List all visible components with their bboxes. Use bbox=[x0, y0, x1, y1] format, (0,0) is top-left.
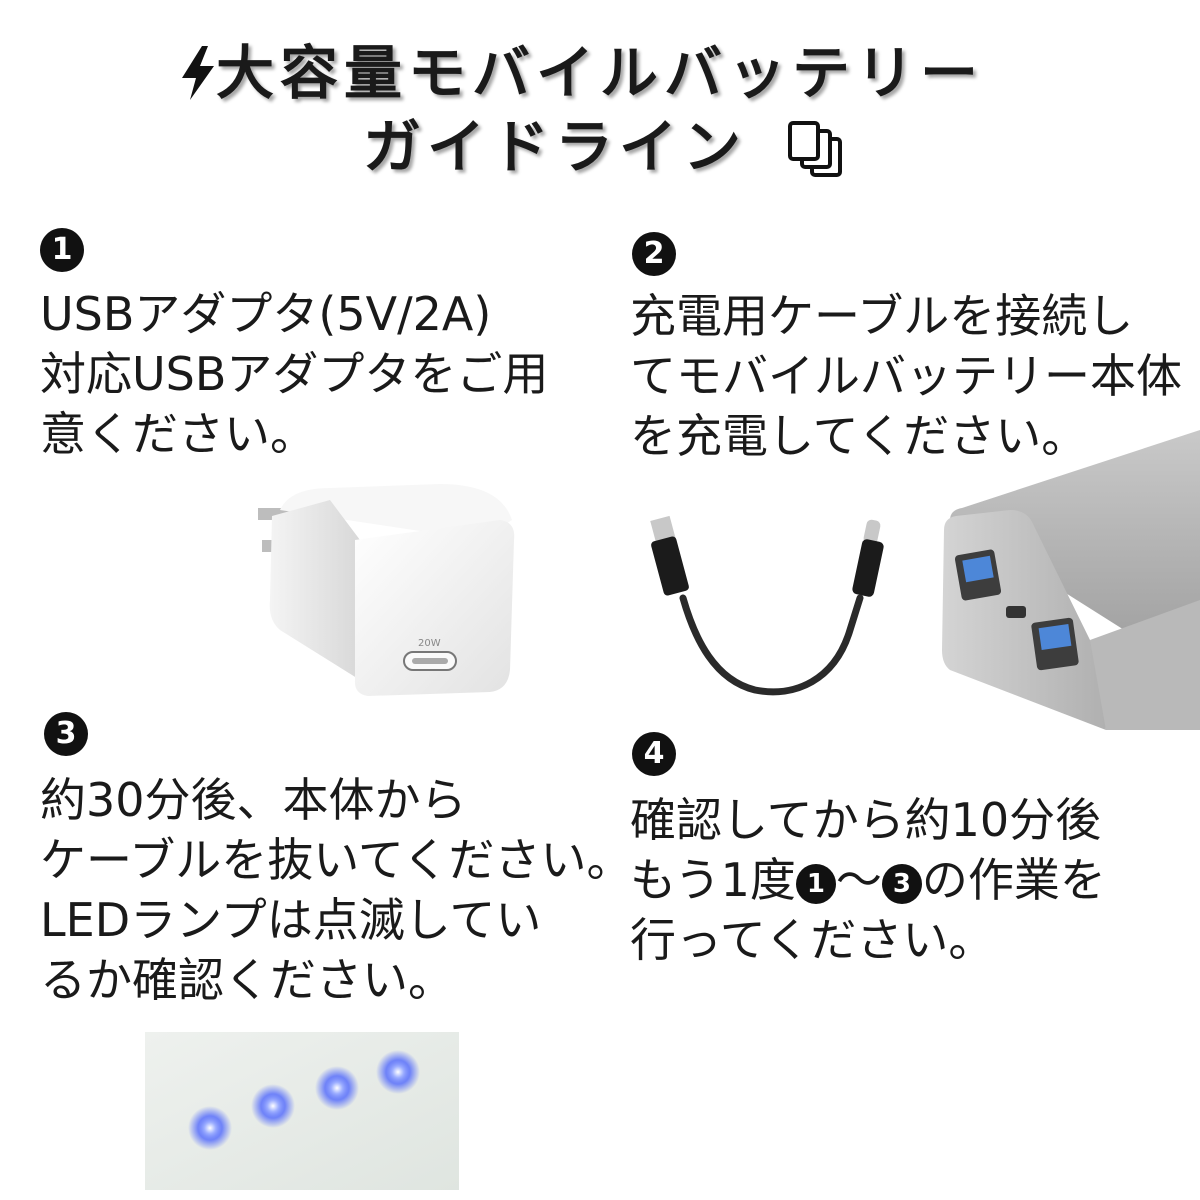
step-4-line1: 確認してから約10分後 bbox=[630, 793, 1102, 847]
led-light bbox=[376, 1050, 420, 1094]
step-4-line2-b: の作業を bbox=[921, 853, 1106, 907]
step-1-line3: 意ください。 bbox=[40, 407, 316, 461]
step-3-line4: るか確認ください。 bbox=[40, 953, 454, 1007]
led-lamp-image bbox=[145, 1032, 459, 1190]
page-title-line2-text: ガイドライン bbox=[362, 113, 747, 181]
step-1-line2: 対応USBアダプタをご用 bbox=[40, 347, 549, 401]
step-1-text: USBアダプタ(5V/2A) 対応USBアダプタをご用 意ください。 bbox=[40, 284, 548, 464]
step-3-line2: ケーブルを抜いてください。 bbox=[40, 833, 633, 887]
step-2-text: 充電用ケーブルを接続し てモバイルバッテリー本体 を充電してください。 bbox=[630, 286, 1182, 466]
adapter-wattage-label: 20W bbox=[418, 638, 441, 649]
copy-pages-icon bbox=[788, 121, 842, 177]
step-ref-badge-3: 3 bbox=[881, 864, 922, 904]
step-4-badge: 4 bbox=[632, 732, 676, 776]
step-2-line1: 充電用ケーブルを接続し bbox=[630, 289, 1134, 343]
power-bank-image bbox=[942, 430, 1200, 730]
step-ref-badge-1: 1 bbox=[795, 864, 836, 904]
step-3-text: 約30分後、本体から ケーブルを抜いてください。 LEDランプは点滅してい るか… bbox=[40, 770, 632, 1010]
step-4-line3: 行ってください。 bbox=[630, 913, 995, 967]
lightning-bolt-icon bbox=[182, 46, 214, 100]
step-2-badge: 2 bbox=[632, 232, 676, 276]
step-1-badge: 1 bbox=[40, 228, 84, 272]
usb-adapter-image: 20W bbox=[258, 484, 515, 696]
led-light bbox=[188, 1106, 232, 1150]
step-4-line2-a: もう1度 bbox=[630, 853, 796, 907]
step-3-line1: 約30分後、本体から bbox=[40, 773, 467, 827]
step-4-tilde: 〜 bbox=[835, 853, 882, 907]
page-title-line2: ガイドライン bbox=[0, 118, 1200, 176]
led-light bbox=[251, 1084, 295, 1128]
step-3-line3: LEDランプは点滅してい bbox=[40, 893, 542, 947]
step-2-line3: を充電してください。 bbox=[630, 409, 1088, 463]
step-2-line2: てモバイルバッテリー本体 bbox=[630, 349, 1182, 403]
usb-cable-image bbox=[650, 515, 884, 696]
step-3-badge: 3 bbox=[44, 712, 88, 756]
page-title-line1: 大容量モバイルバッテリー bbox=[215, 39, 984, 107]
step-1-line1: USBアダプタ(5V/2A) bbox=[40, 287, 492, 341]
led-light bbox=[315, 1066, 359, 1110]
